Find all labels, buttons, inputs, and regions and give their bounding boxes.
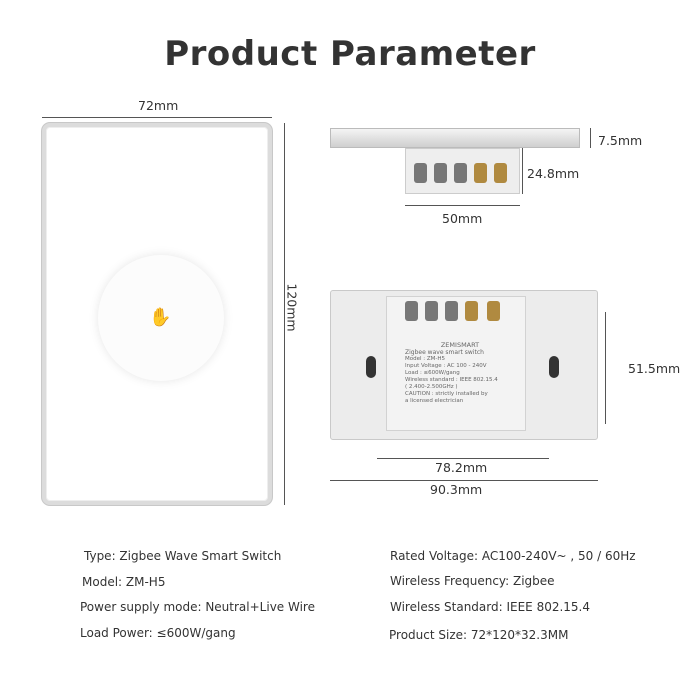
module-line: CAUTION : strictly installed by <box>405 391 488 397</box>
module-line: ( 2.400-2.500GHz ) <box>405 384 458 390</box>
mount-hole <box>549 356 559 378</box>
module-line: Input Voltage : AC 100 - 240V <box>405 363 487 369</box>
spec-product-size: Product Size: 72*120*32.3MM <box>389 628 569 642</box>
switch-side-plate <box>330 128 580 148</box>
hand-touch-icon: ✋ <box>149 307 172 328</box>
dimension-line <box>590 128 591 148</box>
dimension-line <box>284 123 285 505</box>
dimension-line <box>377 458 549 459</box>
page-title: Product Parameter <box>164 34 536 74</box>
spec-power-mode: Power supply mode: Neutral+Live Wire <box>80 600 315 614</box>
dimension-line <box>330 480 598 481</box>
mount-hole <box>366 356 376 378</box>
touch-area <box>98 255 224 381</box>
hole-spacing-label: 78.2mm <box>435 460 488 475</box>
spec-model: Model: ZM-H5 <box>82 575 166 589</box>
dimension-line <box>42 117 272 118</box>
module-line: Load : ≤600W/gang <box>405 370 460 376</box>
spec-rated-voltage: Rated Voltage: AC100-240V~ , 50 / 60Hz <box>390 549 636 563</box>
dimension-line <box>605 312 606 424</box>
switch-side-body <box>405 148 520 194</box>
module-name: Zigbee wave smart switch <box>405 349 484 356</box>
back-width-label: 90.3mm <box>430 482 483 497</box>
plate-thickness-label: 7.5mm <box>598 133 643 148</box>
module-line: Wireless standard : IEEE 802.15.4 <box>405 377 498 383</box>
mount-height-label: 51.5mm <box>628 361 681 376</box>
switch-back-view: ZEMISMART Zigbee wave smart switch Model… <box>330 290 598 440</box>
front-width-label: 72mm <box>138 98 179 113</box>
module-brand: ZEMISMART <box>440 341 480 349</box>
spec-type: Type: Zigbee Wave Smart Switch <box>84 549 282 563</box>
switch-front-panel: ✋ <box>42 123 272 505</box>
body-width-label: 50mm <box>442 211 483 226</box>
body-depth-label: 24.8mm <box>527 166 580 181</box>
module-label: ZEMISMART Zigbee wave smart switch Model… <box>386 296 526 431</box>
module-line: Model : ZM-H5 <box>405 356 445 362</box>
spec-load-power: Load Power: ≤600W/gang <box>80 626 236 640</box>
spec-wireless-frequency: Wireless Frequency: Zigbee <box>390 574 555 588</box>
spec-wireless-standard: Wireless Standard: IEEE 802.15.4 <box>390 600 591 614</box>
dimension-line <box>522 148 523 194</box>
module-line: a licensed electrician <box>405 398 464 404</box>
dimension-line <box>405 205 520 206</box>
front-height-label: 120mm <box>284 283 300 332</box>
